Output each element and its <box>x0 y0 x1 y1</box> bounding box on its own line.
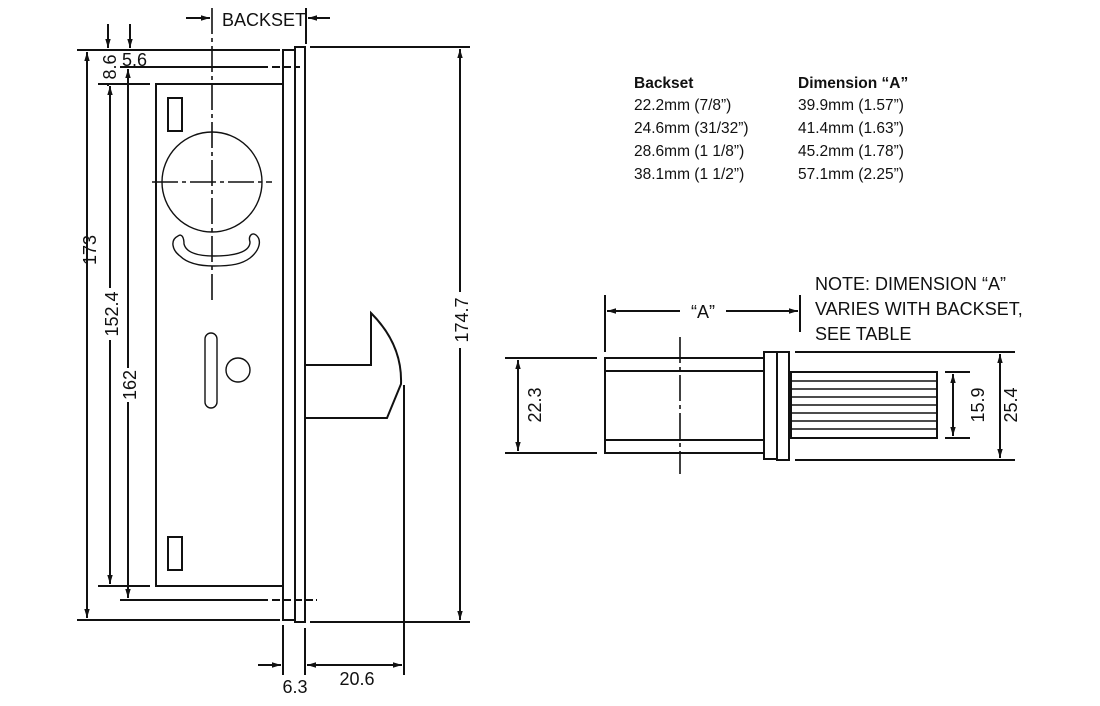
dim-152-4: 152.4 <box>102 291 122 336</box>
spindle-grooves <box>791 380 937 430</box>
note-line-2: VARIES WITH BACKSET, <box>815 299 1023 319</box>
faceplate-outer <box>294 46 306 623</box>
dim-15-9: 15.9 <box>968 387 988 422</box>
dim-20-6: 20.6 <box>339 669 374 689</box>
note-line-3: SEE TABLE <box>815 324 911 344</box>
table-cell: 22.2mm (7/8”) <box>634 97 731 114</box>
lock-body-view: BACKSET 173 <box>77 8 472 697</box>
table-cell: 38.1mm (1 1/2”) <box>634 166 744 183</box>
dim-25-4: 25.4 <box>1001 387 1021 422</box>
table-cell: 45.2mm (1.78”) <box>798 143 904 160</box>
table-cell: 39.9mm (1.57”) <box>798 97 904 114</box>
spindle-slot <box>204 332 218 409</box>
dim-173: 173 <box>80 235 100 265</box>
dim-a-label: “A” <box>691 302 715 322</box>
table-cell: 41.4mm (1.63”) <box>798 120 904 137</box>
backset-table: Backset Dimension “A” 22.2mm (7/8”) 39.9… <box>634 75 908 183</box>
dim-174-7: 174.7 <box>452 297 472 342</box>
faceplate-inner <box>282 49 296 621</box>
handle-recess <box>172 233 261 267</box>
collar-inner <box>763 351 778 460</box>
dim-22-3: 22.3 <box>525 387 545 422</box>
table-header-backset: Backset <box>634 75 693 92</box>
cylinder-view: NOTE: DIMENSION “A” VARIES WITH BACKSET,… <box>505 274 1023 474</box>
mounting-slot-bottom <box>167 536 183 571</box>
dim-5-6: 5.6 <box>122 50 147 70</box>
cylinder-sleeve <box>604 357 765 454</box>
mounting-slot-top <box>167 97 183 132</box>
lock-case <box>155 83 284 587</box>
note-line-1: NOTE: DIMENSION “A” <box>815 274 1006 294</box>
table-cell: 24.6mm (31/32”) <box>634 120 749 137</box>
dim-8-6: 8.6 <box>100 54 120 79</box>
dim-162: 162 <box>120 370 140 400</box>
table-header-dimension-a: Dimension “A” <box>798 75 908 92</box>
latch-bolt <box>305 310 403 419</box>
dim-6-3: 6.3 <box>282 677 307 697</box>
screw-hole <box>225 357 251 383</box>
backset-label: BACKSET <box>222 10 306 30</box>
collar-outer <box>776 351 790 461</box>
table-cell: 28.6mm (1 1/8”) <box>634 143 744 160</box>
table-cell: 57.1mm (2.25”) <box>798 166 904 183</box>
